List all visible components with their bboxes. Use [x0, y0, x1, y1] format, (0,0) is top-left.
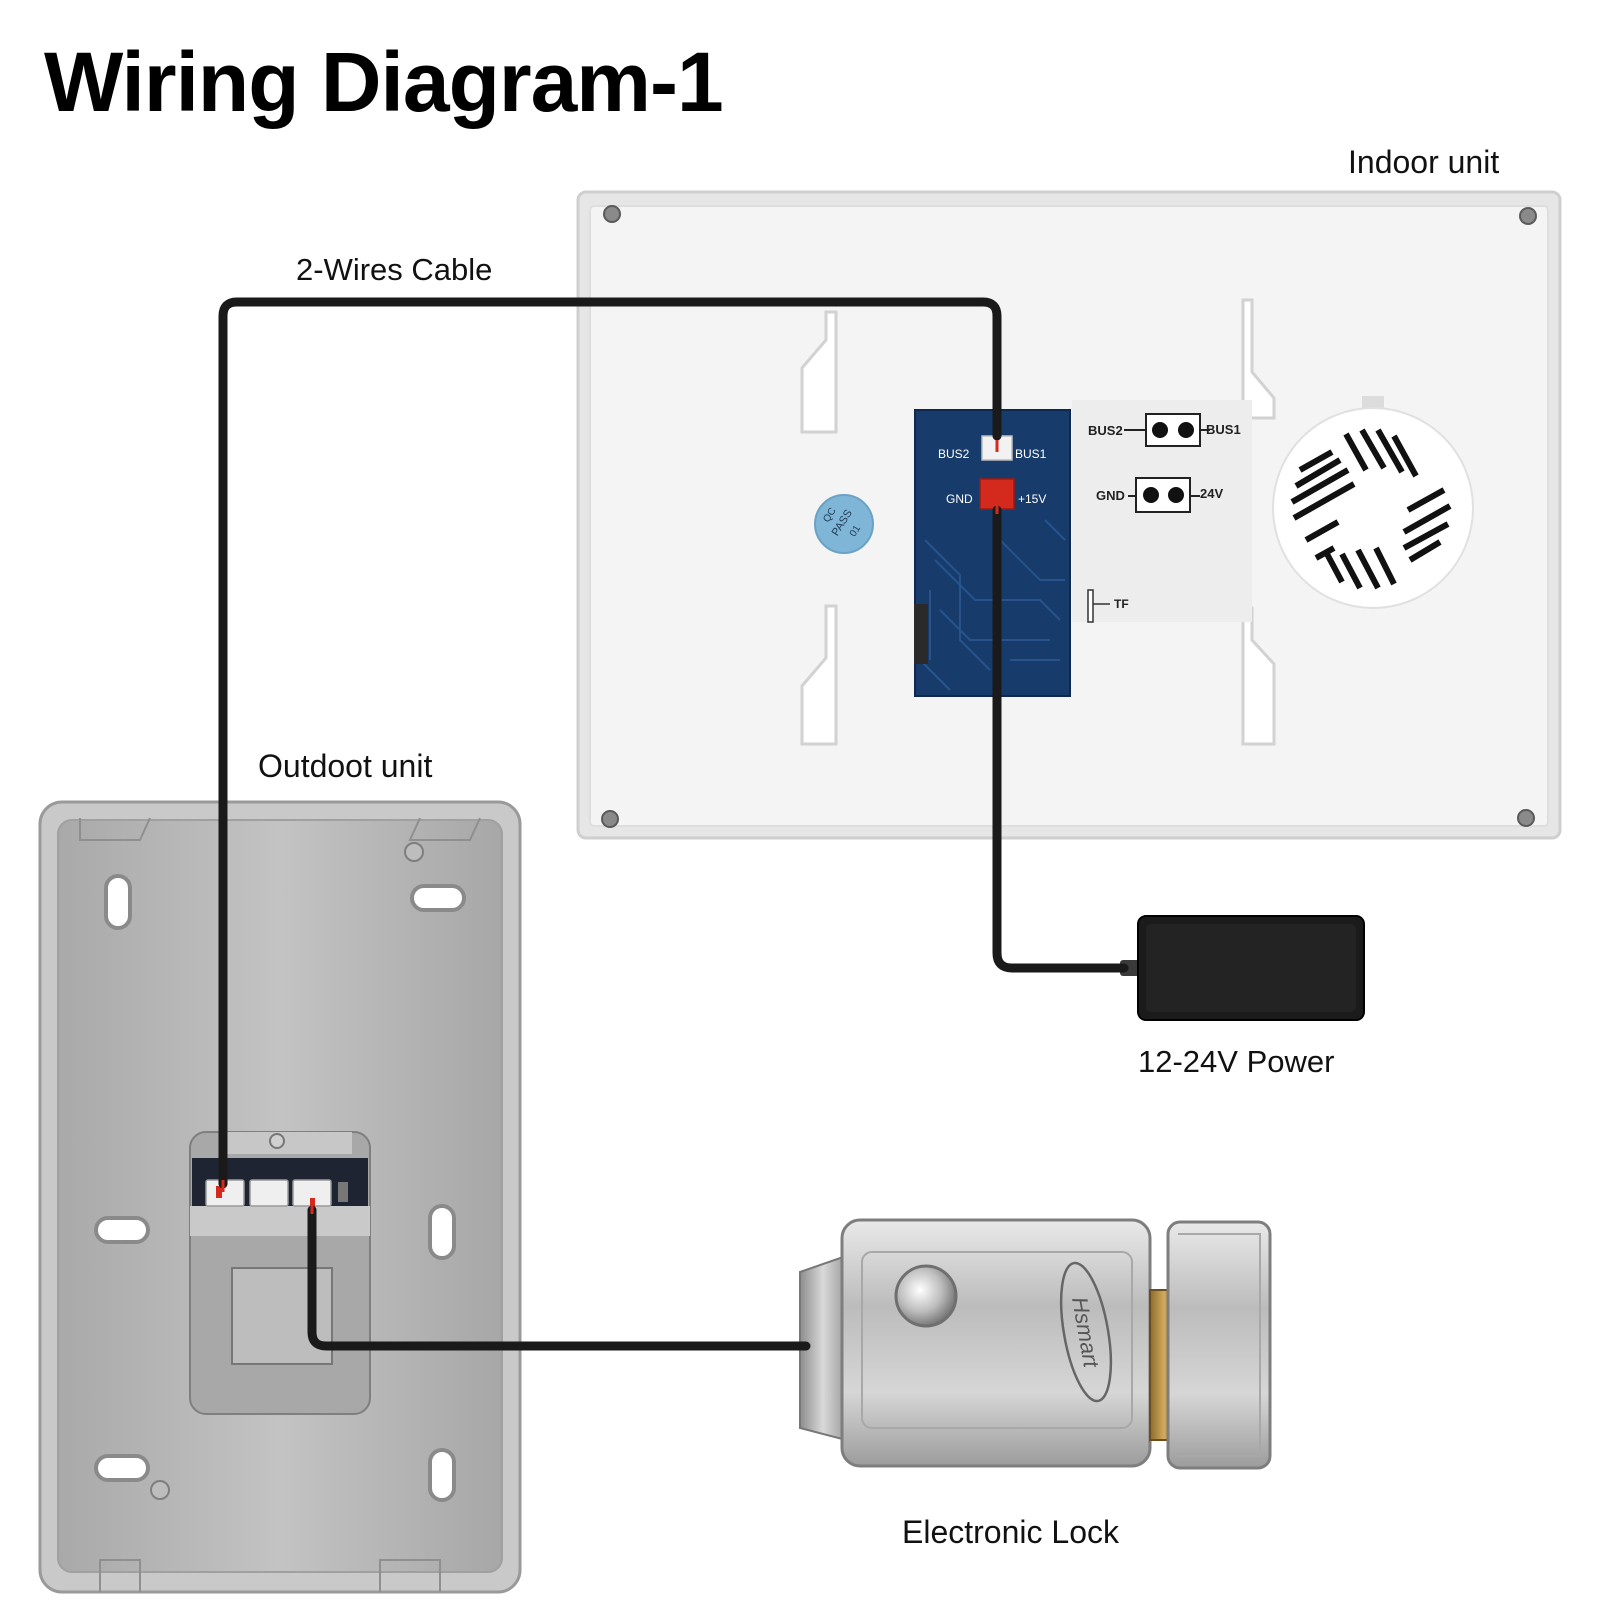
board-15v-label: +15V	[1018, 492, 1046, 506]
page-title: Wiring Diagram-1	[44, 35, 724, 129]
board-bus1-label: BUS1	[1015, 447, 1047, 461]
sticker-tf-label: TF	[1114, 597, 1129, 611]
outdoor-screw-icon-2	[150, 1480, 170, 1500]
indoor-mounting-slot-icons	[800, 298, 1276, 746]
outdoor-unit-label: Outdoot unit	[258, 748, 433, 784]
outdoor-terminal-compartment	[189, 1131, 371, 1415]
electronic-lock-label: Electronic Lock	[902, 1514, 1119, 1550]
board-bus2-label: BUS2	[938, 447, 970, 461]
wires	[218, 297, 1129, 1351]
indoor-screw-icons	[601, 205, 1537, 828]
wire-tips	[221, 440, 999, 1214]
sticker-24v-label: 24V	[1200, 486, 1223, 501]
sticker-bus2-label: BUS2	[1088, 423, 1123, 438]
sticker-bus1-label: BUS1	[1206, 422, 1241, 437]
indoor-unit-label: Indoor unit	[1348, 144, 1500, 180]
sticker-gnd-label: GND	[1096, 488, 1125, 503]
board-gnd-label: GND	[946, 492, 973, 506]
power-supply-label: 12-24V Power	[1138, 1044, 1335, 1079]
outdoor-screw-icon	[404, 842, 424, 862]
outdoor-unit	[38, 800, 522, 1594]
qc-pass-sticker: QC PASS 01	[814, 494, 874, 554]
cable-label: 2-Wires Cable	[296, 252, 493, 287]
speaker-grille-icon	[1272, 396, 1474, 609]
power-supply	[1120, 915, 1365, 1021]
two-wire-cable	[218, 297, 1002, 1189]
lock-key-cylinder-icon	[894, 1264, 958, 1328]
terminal-sticker: BUS2 BUS1 GND 24V TF	[1072, 400, 1252, 623]
lock-cable	[307, 1205, 811, 1351]
outdoor-mounting-hole-icons	[94, 874, 466, 1502]
electronic-lock: Hsmart	[799, 1218, 1272, 1470]
indoor-unit: QC PASS 01 BUS2 BUS1 GND	[576, 190, 1562, 840]
indoor-circuit-board: BUS2 BUS1 GND +15V	[914, 409, 1071, 697]
power-cable	[992, 505, 1129, 973]
